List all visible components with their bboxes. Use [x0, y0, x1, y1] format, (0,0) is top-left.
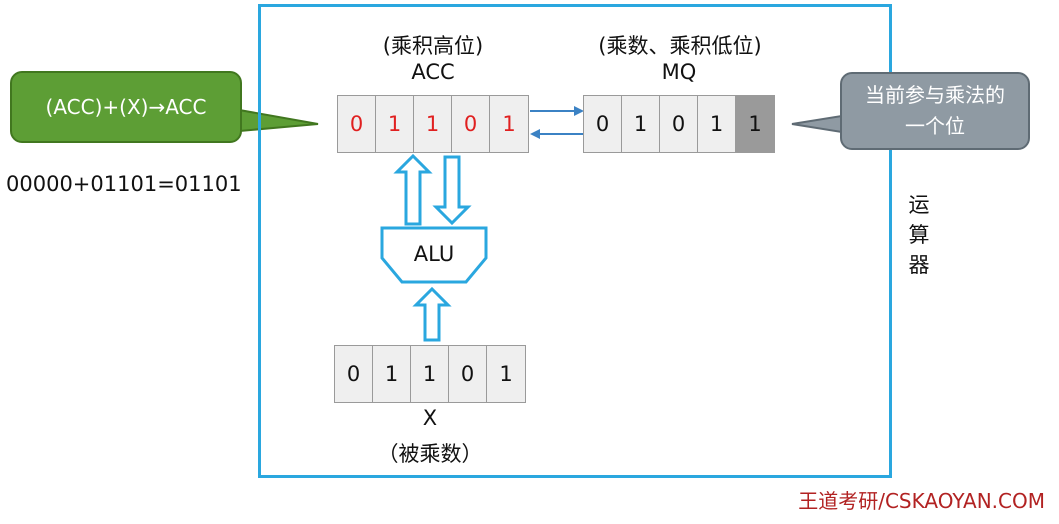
acc-register: 0 1 1 0 1: [337, 95, 529, 153]
mq-caption: (乘数、乘积低位): [598, 34, 762, 58]
mq-current-bit: 1: [736, 96, 774, 152]
mq-register: 0 1 0 1 1: [583, 95, 775, 153]
acc-bit: 1: [414, 96, 452, 152]
acc-to-alu-arrow: [432, 155, 472, 226]
acc-bit: 0: [452, 96, 490, 152]
mq-bit: 0: [584, 96, 622, 152]
unit-label: 运算器: [908, 193, 930, 277]
mq-bit: 1: [622, 96, 660, 152]
acc-bit: 1: [376, 96, 414, 152]
acc-bit: 1: [490, 96, 528, 152]
x-caption: （被乘数）: [377, 442, 483, 466]
alu-unit-frame: [258, 4, 892, 478]
footer-watermark: 王道考研/CSKAOYAN.COM: [798, 489, 1045, 513]
x-bit: 0: [449, 346, 487, 402]
acc-caption: (乘积高位): [382, 34, 484, 58]
acc-bit: 0: [338, 96, 376, 152]
alu-label: ALU: [413, 242, 455, 266]
mq-bit: 1: [698, 96, 736, 152]
x-to-alu-arrow: [412, 286, 452, 342]
x-bit: 1: [373, 346, 411, 402]
current-bit-callout: 当前参与乘法的一个位: [840, 72, 1030, 150]
x-bit: 0: [335, 346, 373, 402]
mq-bit: 0: [660, 96, 698, 152]
alu-shape: [380, 226, 488, 284]
alu-to-acc-arrow: [393, 153, 433, 226]
equation-text: 00000+01101=01101: [6, 172, 242, 196]
current-bit-text: 当前参与乘法的一个位: [865, 83, 1005, 138]
x-name: X: [422, 406, 438, 430]
mq-name: MQ: [661, 60, 697, 84]
x-bit: 1: [487, 346, 525, 402]
operation-callout: (ACC)+(X)→ACC: [10, 71, 242, 143]
operation-text: (ACC)+(X)→ACC: [45, 95, 207, 119]
acc-name: ACC: [411, 60, 455, 84]
acc-mq-arrows: [530, 106, 584, 139]
x-bit: 1: [411, 346, 449, 402]
x-register: 0 1 1 0 1: [334, 345, 526, 403]
